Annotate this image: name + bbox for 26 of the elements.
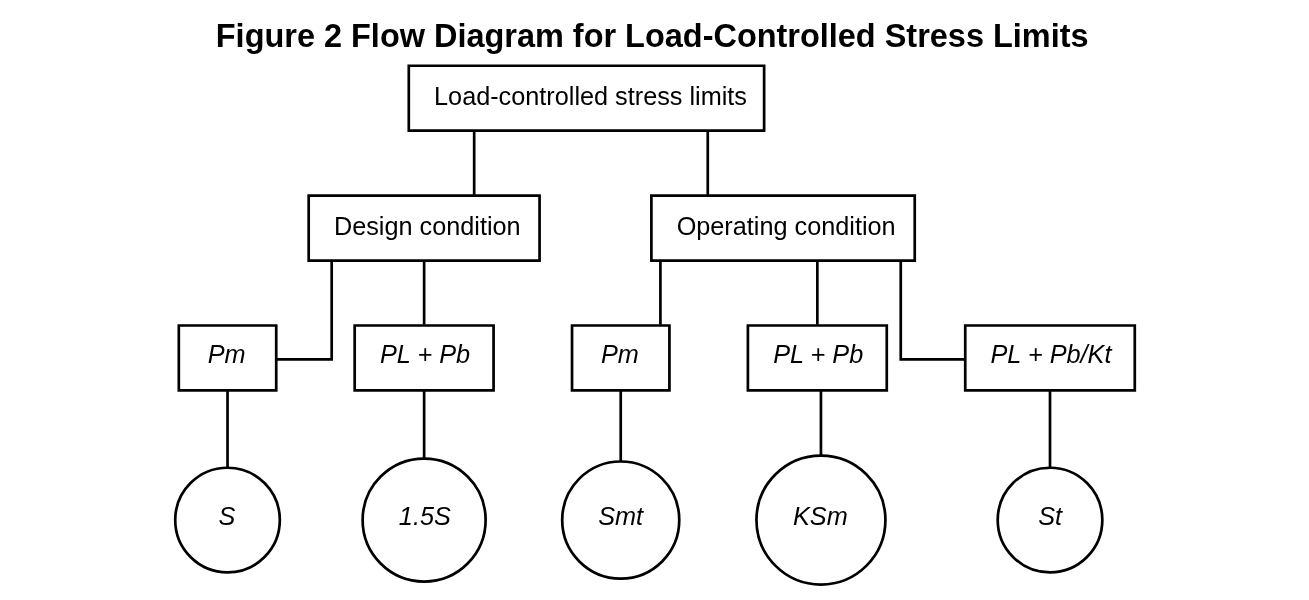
connector xyxy=(225,390,229,468)
connector xyxy=(422,390,425,459)
connector xyxy=(618,390,622,462)
connector xyxy=(422,260,425,325)
node-box: PL + Pb xyxy=(746,324,888,392)
connector xyxy=(705,130,709,195)
node-box: Operating condition xyxy=(649,194,916,262)
node-circle: 1.5S xyxy=(360,457,487,583)
connector xyxy=(815,260,819,325)
connector xyxy=(819,390,822,456)
node-box: Design condition xyxy=(306,194,541,262)
node-box: PL + Pb/Kt xyxy=(963,324,1136,392)
node-box: Pm xyxy=(176,324,278,392)
node-circle: KSm xyxy=(754,454,887,586)
connector xyxy=(658,260,662,325)
diagram-title: Figure 2 Flow Diagram for Load-Controlled Stress Limits xyxy=(215,17,1089,54)
node-box: PL + Pb xyxy=(352,324,495,392)
node-circle: S xyxy=(173,466,281,574)
connector xyxy=(898,261,965,361)
connector xyxy=(276,261,333,361)
node-box: Load-controlled stress limits xyxy=(406,64,765,133)
connector xyxy=(472,130,476,195)
connector xyxy=(1048,390,1051,468)
node-box: Pm xyxy=(570,324,671,392)
node-circle: St xyxy=(995,466,1104,574)
node-circle: Smt xyxy=(560,460,681,580)
